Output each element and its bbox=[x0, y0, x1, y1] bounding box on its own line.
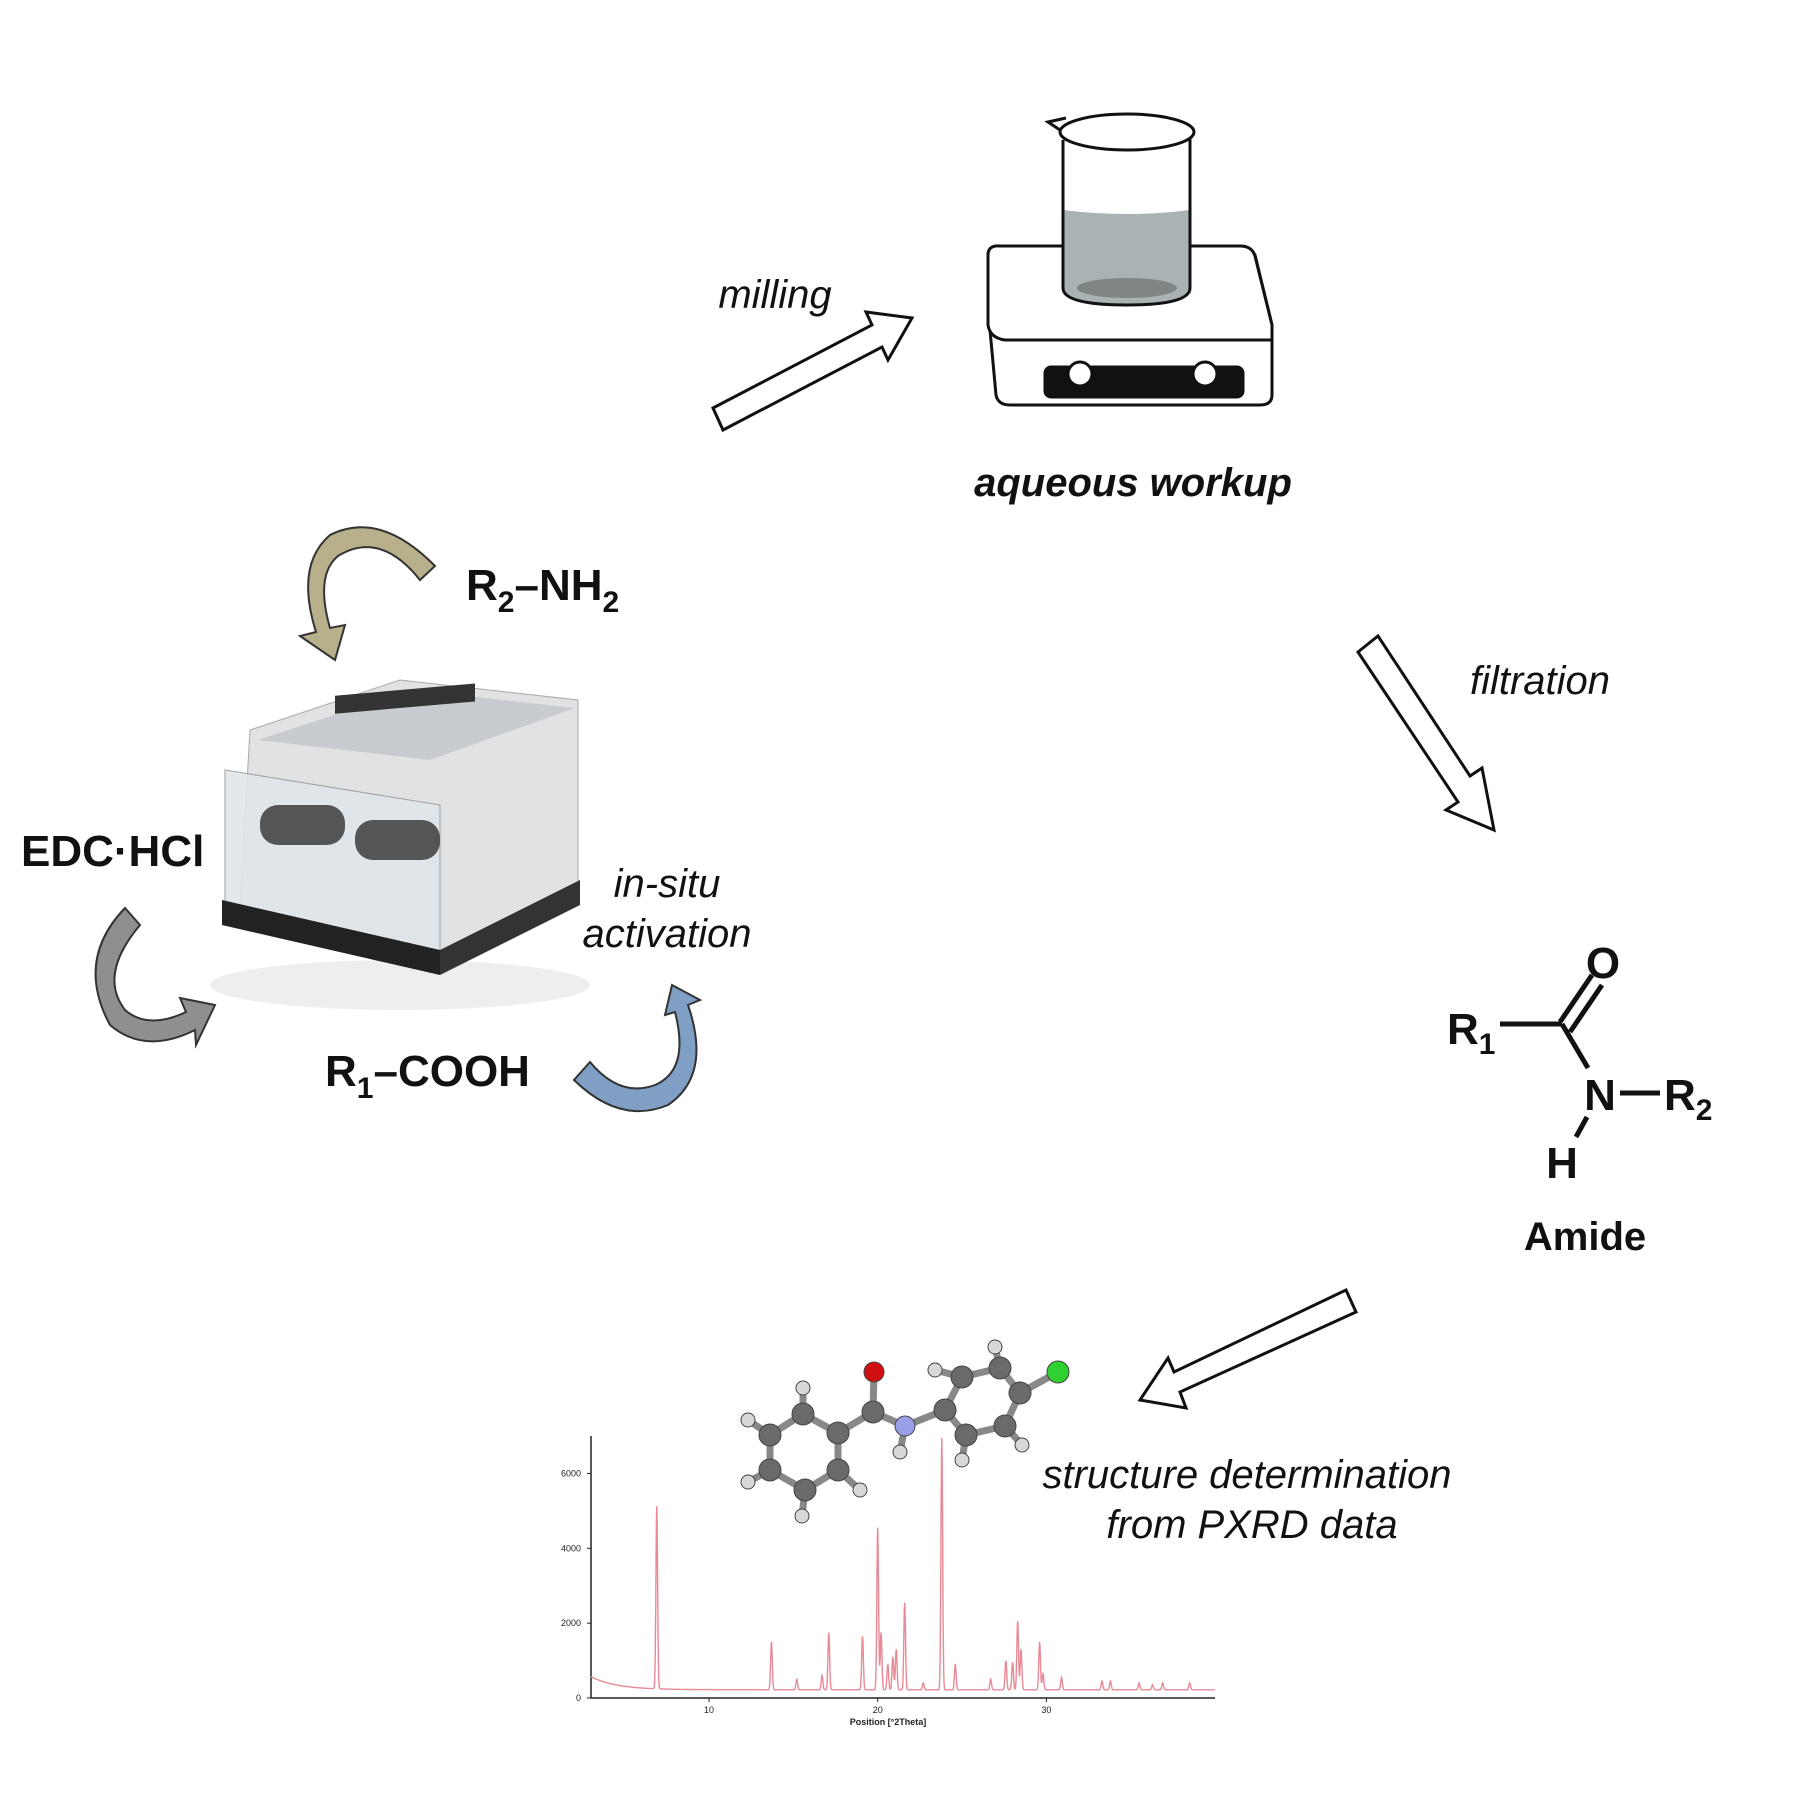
curved-arrow-edc bbox=[94, 906, 217, 1049]
structure-label-line2: from PXRD data bbox=[1106, 1503, 1397, 1547]
atom bbox=[1014, 1437, 1030, 1453]
y-tick-label: 2000 bbox=[561, 1618, 581, 1628]
atom bbox=[793, 1478, 817, 1502]
structure-arrow bbox=[1137, 1287, 1358, 1410]
carboxylic-acid-label: R1–COOH bbox=[325, 1047, 530, 1105]
atom bbox=[826, 1421, 850, 1445]
atom bbox=[894, 1415, 916, 1437]
atom bbox=[791, 1402, 815, 1426]
stirrer-hotplate-icon bbox=[986, 244, 1274, 407]
atom bbox=[794, 1508, 810, 1524]
milling-label: milling bbox=[718, 273, 831, 317]
activation-label: activation bbox=[583, 912, 752, 956]
atom bbox=[988, 1356, 1012, 1380]
filtration-arrow bbox=[1355, 633, 1497, 833]
structure-label-line1: structure determination bbox=[1042, 1453, 1451, 1497]
atom bbox=[740, 1412, 756, 1428]
atom bbox=[795, 1380, 811, 1396]
amide-oxygen: O bbox=[1586, 939, 1620, 988]
atom bbox=[954, 1452, 970, 1468]
amine-label: R2–NH2 bbox=[466, 561, 619, 619]
atom bbox=[933, 1398, 957, 1422]
atom bbox=[987, 1339, 1003, 1355]
milling-arrow bbox=[711, 310, 915, 433]
atom bbox=[954, 1423, 978, 1447]
atom bbox=[892, 1444, 908, 1460]
pxrd-pattern-line bbox=[590, 1437, 1215, 1691]
x-tick-label: 30 bbox=[1041, 1705, 1051, 1715]
amide-label: Amide bbox=[1524, 1215, 1646, 1259]
aqueous-workup-label: aqueous workup bbox=[974, 461, 1292, 505]
atom bbox=[863, 1361, 885, 1383]
curved-arrow-activation bbox=[572, 983, 703, 1113]
x-tick-label: 20 bbox=[873, 1705, 883, 1715]
atom bbox=[758, 1423, 782, 1447]
atom bbox=[740, 1474, 756, 1490]
y-tick-label: 4000 bbox=[561, 1543, 581, 1553]
amide-structure: O R1 N R2 H bbox=[1447, 939, 1712, 1188]
atom bbox=[1008, 1381, 1032, 1405]
molecule-model-icon bbox=[740, 1339, 1070, 1524]
y-tick-label: 0 bbox=[576, 1693, 581, 1703]
amide-hydrogen: H bbox=[1546, 1139, 1578, 1188]
atom bbox=[1046, 1360, 1070, 1384]
atom bbox=[861, 1400, 885, 1424]
edc-hcl-label: EDC·HCl bbox=[21, 827, 204, 876]
atom bbox=[950, 1365, 974, 1389]
atom bbox=[826, 1458, 850, 1482]
atom bbox=[852, 1482, 868, 1498]
atom bbox=[927, 1362, 943, 1378]
filtration-label: filtration bbox=[1470, 659, 1610, 703]
amide-nitrogen: N bbox=[1584, 1071, 1616, 1120]
x-tick-label: 10 bbox=[704, 1705, 714, 1715]
beaker-icon bbox=[1044, 112, 1196, 307]
x-axis-label: Position [°2Theta] bbox=[850, 1717, 927, 1727]
y-tick-label: 6000 bbox=[561, 1468, 581, 1478]
atom bbox=[993, 1414, 1017, 1438]
atom bbox=[758, 1458, 782, 1482]
ball-mill-image bbox=[210, 679, 590, 1010]
amide-r1: R1 bbox=[1447, 1005, 1495, 1061]
pxrd-chart: 0 2000 4000 6000 10 20 30 Position [°2Theta] bbox=[561, 1436, 1215, 1727]
curved-arrow-amine bbox=[297, 526, 437, 662]
amide-r2: R2 bbox=[1664, 1071, 1712, 1127]
in-situ-label: in-situ bbox=[614, 862, 721, 906]
